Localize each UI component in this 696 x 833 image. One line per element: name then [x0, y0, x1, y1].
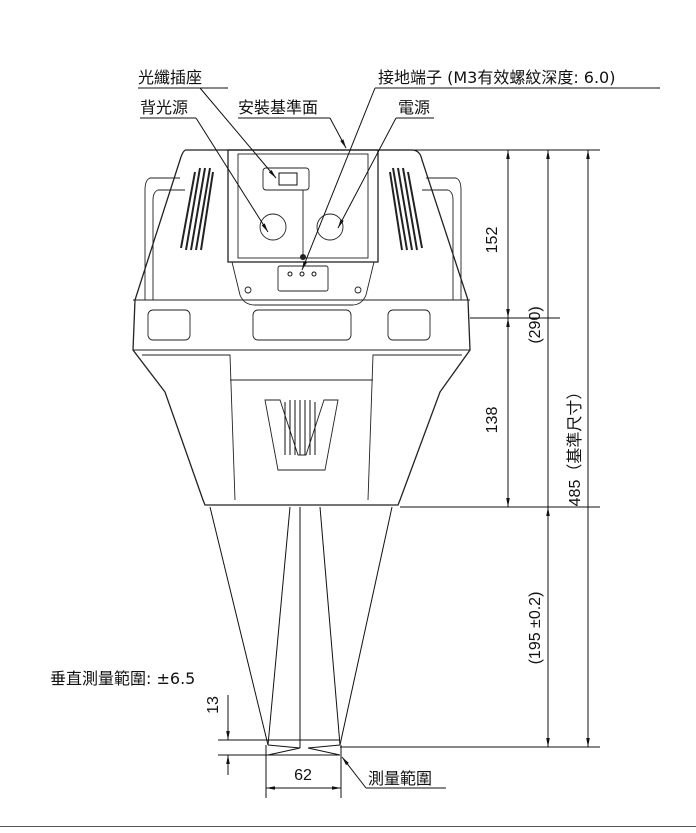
- dim-62: 62: [294, 767, 312, 784]
- label-power: 電源: [398, 98, 430, 117]
- label-mount-reference: 安裝基準面: [238, 98, 318, 117]
- dim-152: 152: [484, 227, 501, 254]
- dim-290: (290): [527, 306, 544, 343]
- dim-195: (195 ±0.2): [527, 592, 544, 665]
- dim-13: 13: [205, 696, 222, 714]
- label-ground-terminal: 接地端子 (M3有效螺紋深度: 6.0): [378, 68, 615, 87]
- page-bottom-rule: [0, 826, 696, 827]
- leader-lines: [138, 87, 660, 789]
- label-fiber-socket: 光纖插座: [138, 68, 202, 87]
- sensor-body: [132, 149, 471, 506]
- dim-485: 485（基準尺寸）: [566, 384, 584, 507]
- fiber-socket: [262, 167, 310, 191]
- vent-slots: [180, 167, 423, 455]
- label-vertical-range: 垂直測量範圍: ±6.5: [50, 669, 195, 688]
- dim-138: 138: [484, 407, 501, 434]
- label-measure-range: 測量範圍: [368, 769, 432, 788]
- label-backlight: 背光源: [140, 98, 188, 117]
- indicator-panel: [277, 265, 329, 292]
- backlight-connector: [259, 213, 287, 241]
- power-connector: [316, 213, 344, 241]
- beam-lines: [209, 506, 600, 798]
- dimension-lines: [226, 149, 600, 790]
